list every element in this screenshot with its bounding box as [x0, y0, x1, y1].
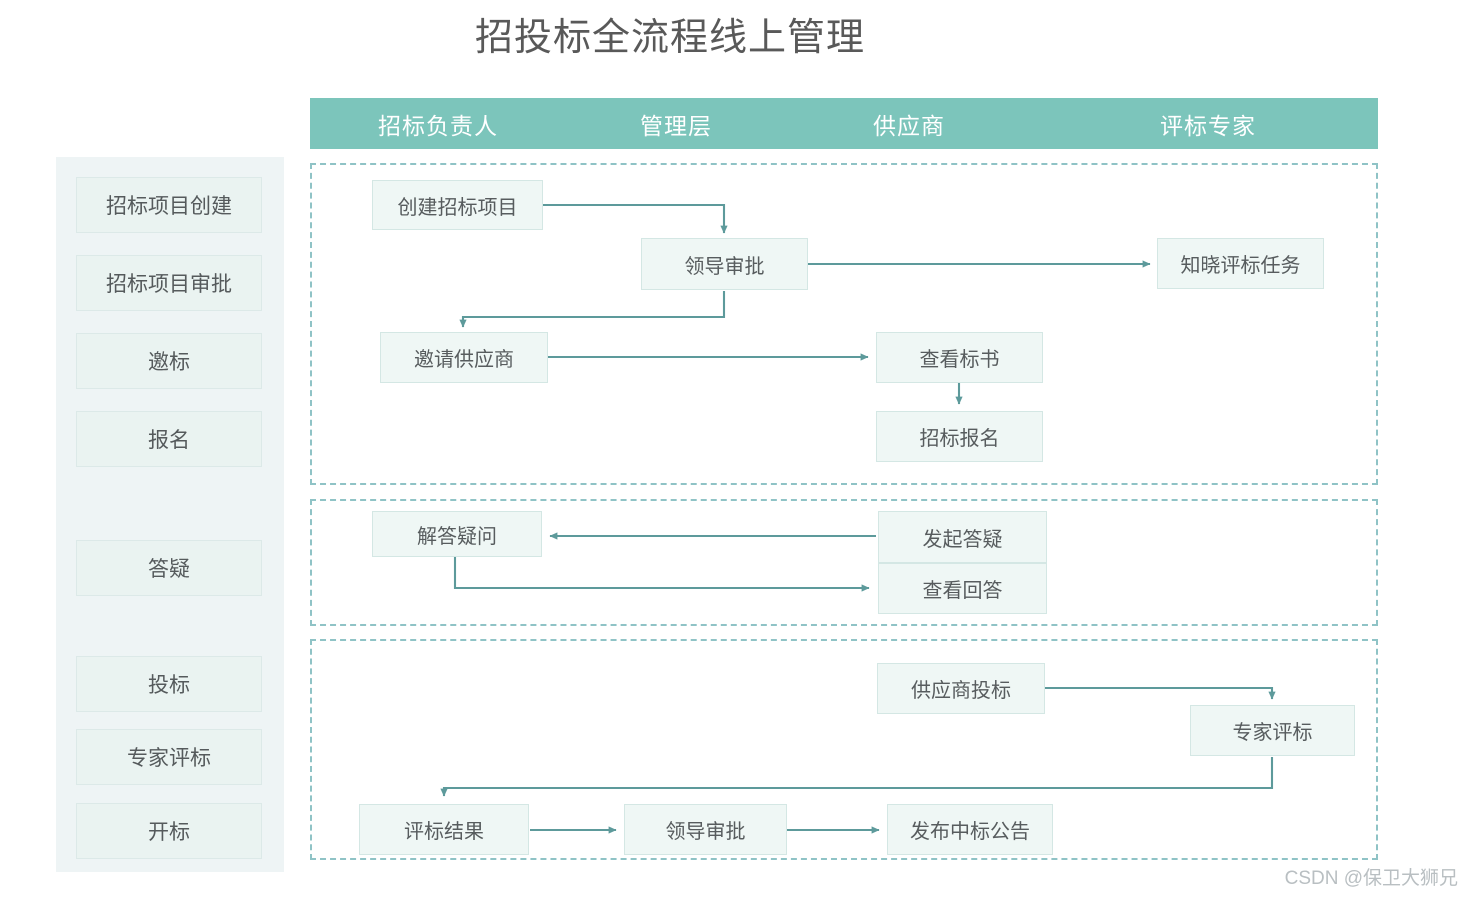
sidebar-item-registration[interactable]: 报名 — [76, 411, 262, 467]
node-leader-approval-2[interactable]: 领导审批 — [624, 804, 787, 855]
lane-header-supplier: 供应商 — [873, 112, 945, 139]
region-tender-setup — [310, 163, 1378, 485]
region-qa — [310, 499, 1378, 626]
node-create-tender-project[interactable]: 创建招标项目 — [372, 180, 543, 230]
sidebar-item-bid-opening[interactable]: 开标 — [76, 803, 262, 859]
region-bidding-evaluation — [310, 639, 1378, 860]
sidebar-item-invite-bid[interactable]: 邀标 — [76, 333, 262, 389]
watermark: CSDN @保卫大狮兄 — [1284, 868, 1458, 889]
node-raise-question[interactable]: 发起答疑 — [878, 511, 1047, 563]
sidebar-item-qa[interactable]: 答疑 — [76, 540, 262, 596]
node-expert-evaluation[interactable]: 专家评标 — [1190, 705, 1355, 756]
node-invite-supplier[interactable]: 邀请供应商 — [380, 332, 548, 383]
lane-header-management: 管理层 — [640, 112, 712, 139]
node-view-bid-document[interactable]: 查看标书 — [876, 332, 1043, 383]
sidebar-item-bidding[interactable]: 投标 — [76, 656, 262, 712]
sidebar-item-expert-evaluation[interactable]: 专家评标 — [76, 729, 262, 785]
page-title: 招投标全流程线上管理 — [474, 17, 865, 59]
node-leader-approval-1[interactable]: 领导审批 — [641, 238, 808, 290]
node-evaluation-result[interactable]: 评标结果 — [359, 804, 529, 855]
node-supplier-bid[interactable]: 供应商投标 — [877, 663, 1045, 714]
node-know-eval-task[interactable]: 知晓评标任务 — [1157, 238, 1324, 289]
sidebar-item-tender-project-approval[interactable]: 招标项目审批 — [76, 255, 262, 311]
lane-header-band: 招标负责人 管理层 供应商 评标专家 — [310, 98, 1378, 149]
node-view-answer[interactable]: 查看回答 — [878, 563, 1047, 614]
stage-sidebar: 招标项目创建 招标项目审批 邀标 报名 答疑 投标 专家评标 开标 — [56, 157, 284, 872]
sidebar-item-tender-project-create[interactable]: 招标项目创建 — [76, 177, 262, 233]
node-answer-question[interactable]: 解答疑问 — [372, 511, 542, 557]
lane-header-review-expert: 评标专家 — [1160, 112, 1256, 139]
lane-header-tender-owner: 招标负责人 — [378, 112, 498, 139]
node-publish-award-notice[interactable]: 发布中标公告 — [887, 804, 1053, 855]
node-tender-registration[interactable]: 招标报名 — [876, 411, 1043, 462]
